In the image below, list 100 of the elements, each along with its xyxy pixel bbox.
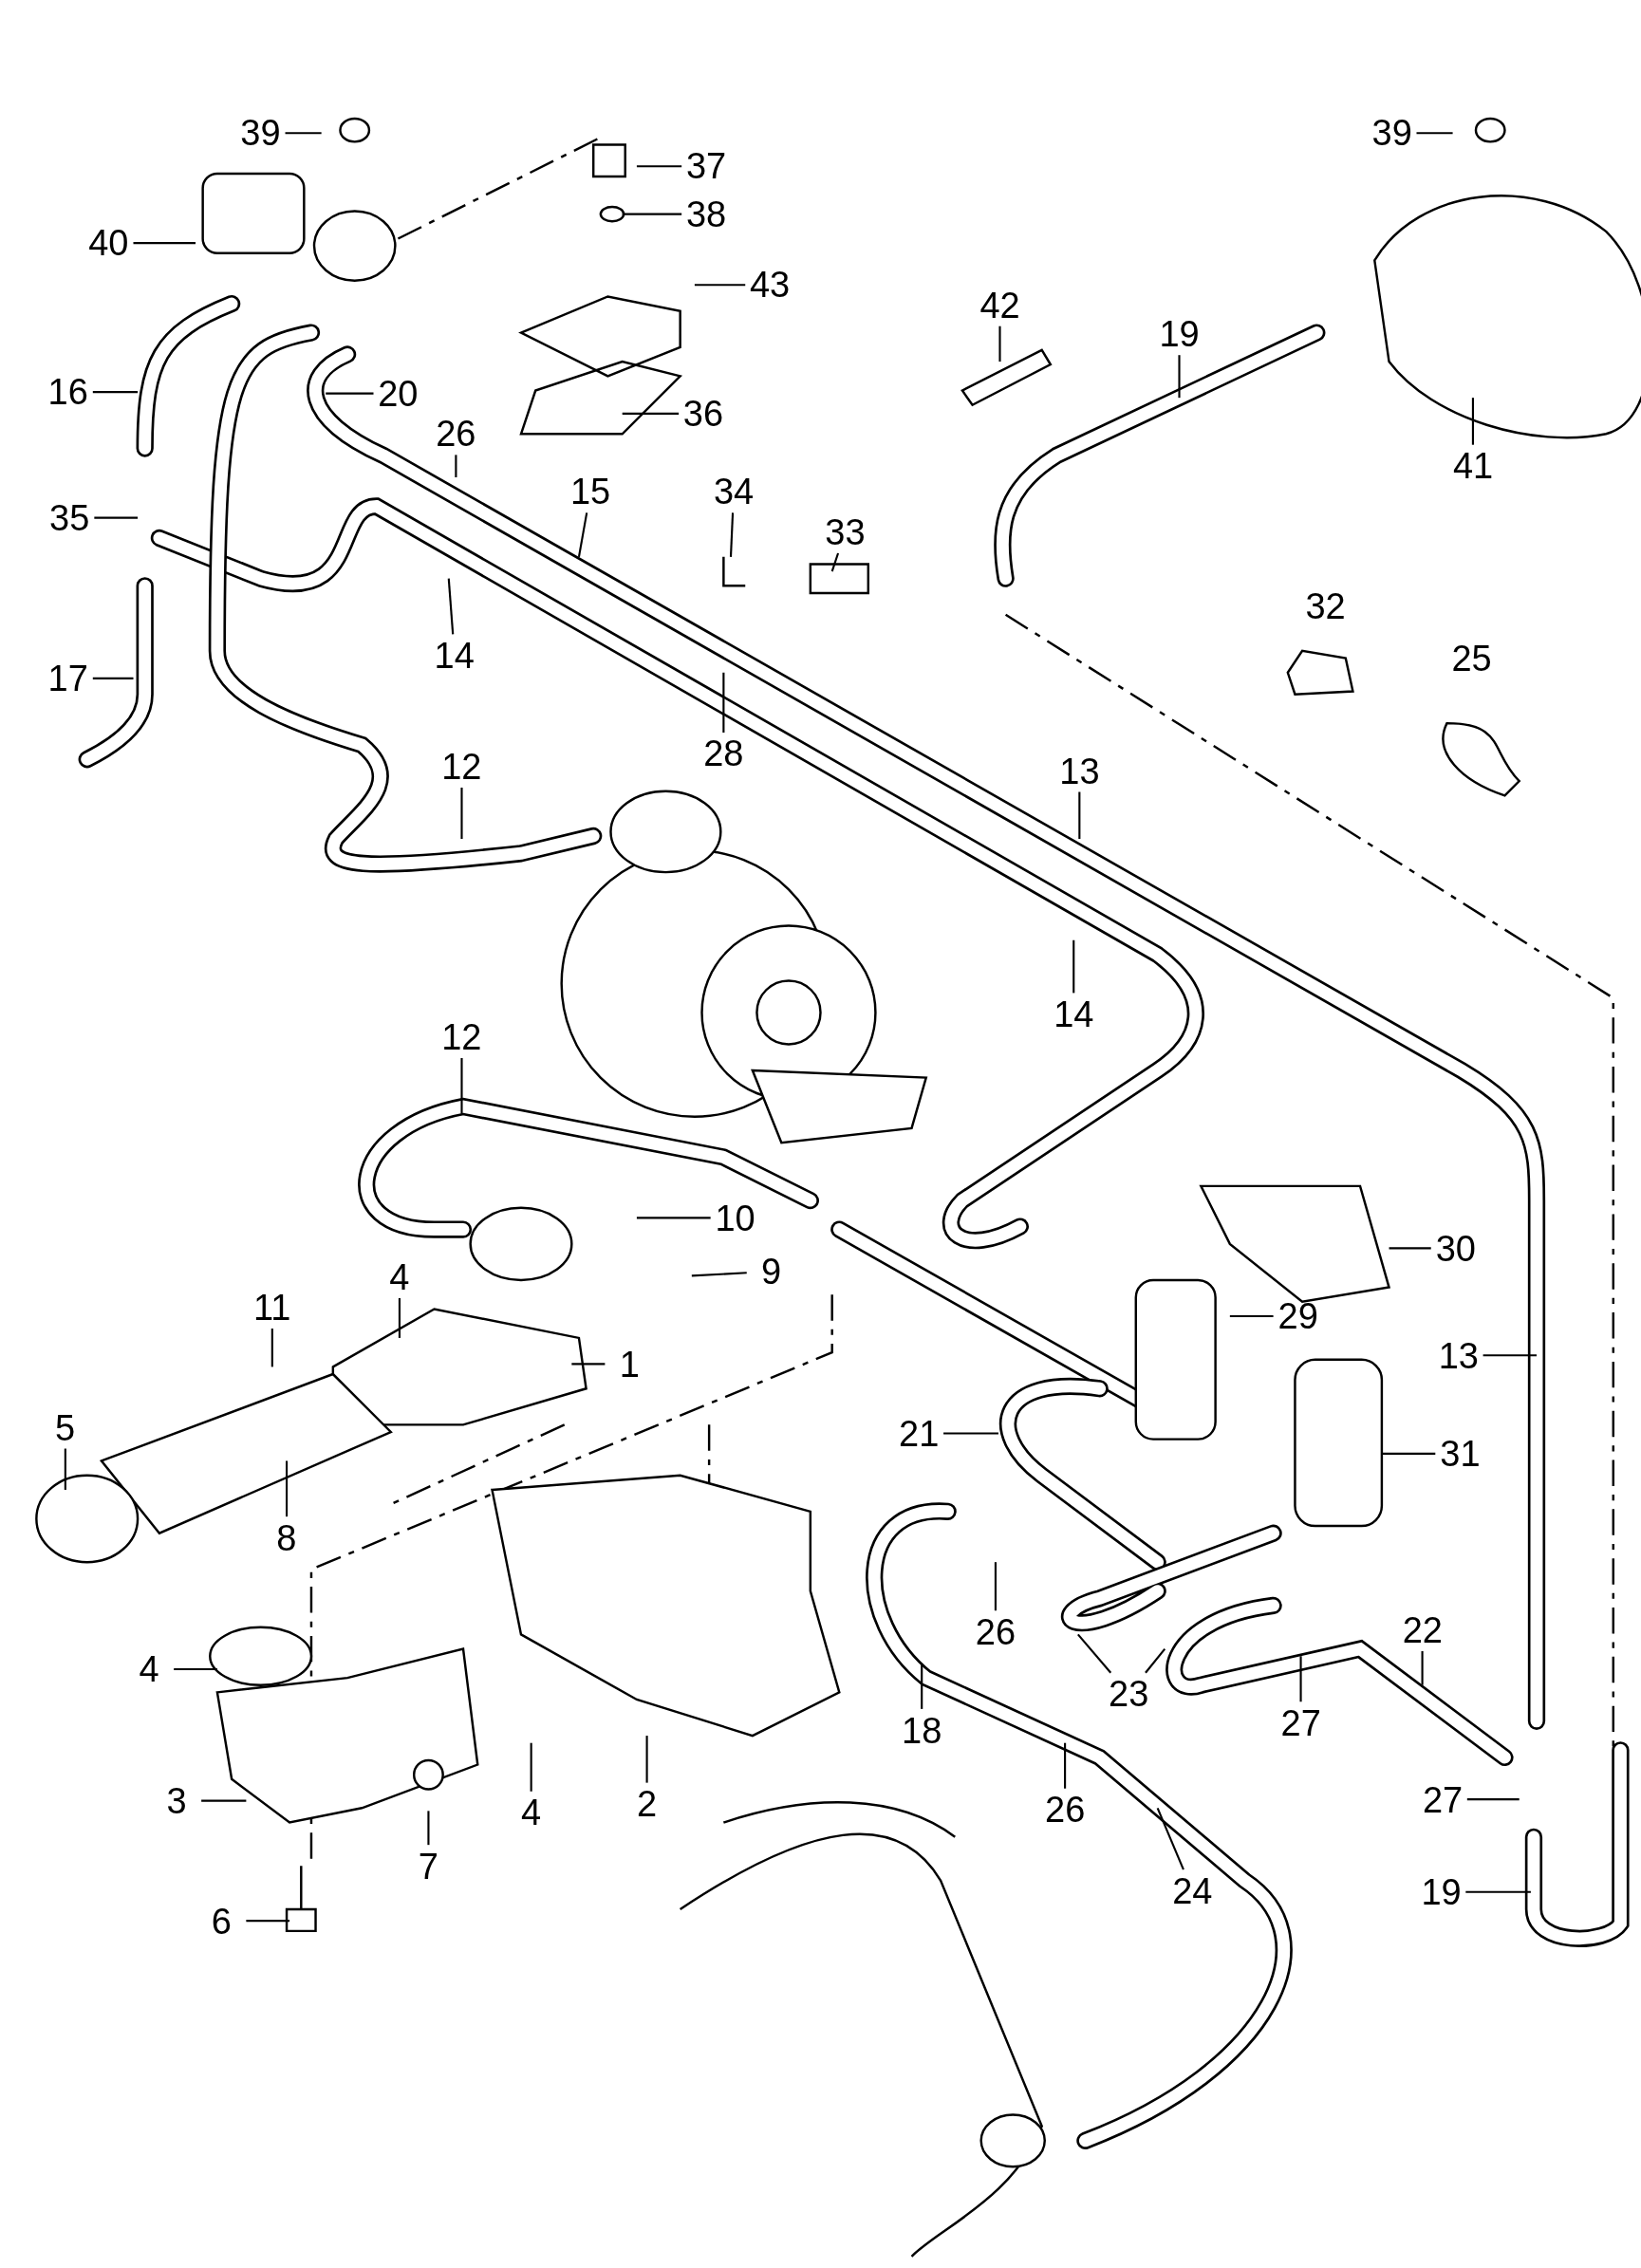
- callout-number: 7: [405, 1847, 452, 1886]
- callout-number: 2: [624, 1785, 670, 1824]
- leader-line: [1381, 1452, 1436, 1455]
- leader-line: [1072, 939, 1075, 994]
- leader-line: [460, 787, 463, 840]
- leader-line: [1077, 1633, 1112, 1674]
- callout-number: 41: [1450, 446, 1497, 485]
- leader-line: [1465, 1890, 1531, 1893]
- callout-number: 31: [1437, 1435, 1483, 1474]
- callout-number: 3: [154, 1782, 199, 1821]
- callout-number: 18: [899, 1711, 945, 1750]
- leader-line: [427, 1811, 430, 1846]
- callout-number: 40: [85, 224, 132, 263]
- leader-line: [460, 1058, 463, 1114]
- callout-number: 22: [1399, 1611, 1445, 1650]
- callout-number: 36: [681, 395, 726, 434]
- callout-number: 12: [438, 748, 485, 787]
- callout-number: 24: [1169, 1871, 1216, 1910]
- leader-line: [1421, 1650, 1424, 1685]
- callout-number: 9: [748, 1253, 794, 1292]
- callout-number: 19: [1156, 315, 1203, 354]
- callout-number: 5: [42, 1408, 88, 1447]
- leader-line: [1482, 1354, 1537, 1357]
- callout-number: 26: [1042, 1791, 1089, 1830]
- leader-line: [830, 552, 840, 572]
- callout-number: 11: [249, 1289, 295, 1328]
- callout-number: 21: [896, 1414, 942, 1453]
- callout-number: 26: [433, 415, 479, 454]
- callout-number: 23: [1106, 1675, 1152, 1714]
- callout-number: 29: [1275, 1297, 1321, 1336]
- leader-line: [1416, 132, 1453, 135]
- callout-number: 30: [1432, 1229, 1479, 1268]
- leader-line: [998, 325, 1001, 363]
- leader-line: [1145, 1647, 1166, 1674]
- callout-number: 27: [1420, 1780, 1466, 1819]
- callout-number: 4: [126, 1650, 173, 1689]
- callout-number: 10: [712, 1199, 758, 1237]
- callout-number: 17: [45, 660, 91, 698]
- leader-line: [530, 1742, 532, 1792]
- leader-line: [455, 455, 457, 477]
- leader-line: [577, 512, 588, 557]
- leader-line: [722, 672, 725, 733]
- callout-number: 4: [508, 1794, 554, 1832]
- leader-line: [246, 1920, 290, 1923]
- leader-line: [1299, 1656, 1302, 1702]
- leader-line: [92, 391, 139, 394]
- callout-number: 4: [376, 1258, 422, 1297]
- callout-number: 37: [683, 147, 730, 186]
- callout-number: 13: [1056, 752, 1103, 790]
- leader-line: [694, 284, 746, 287]
- leader-line: [943, 1432, 998, 1435]
- callout-number: 33: [822, 513, 868, 552]
- callout-number: 35: [47, 498, 93, 537]
- leader-line: [1156, 1807, 1184, 1870]
- leader-line: [1078, 791, 1081, 840]
- leader-line: [636, 1217, 711, 1219]
- leader-line: [286, 1460, 289, 1517]
- leader-line: [270, 1329, 273, 1367]
- leader-line: [636, 165, 682, 168]
- callout-number: 34: [711, 473, 756, 511]
- leader-line: [1178, 355, 1181, 399]
- leader-line: [133, 242, 196, 245]
- leader-line: [645, 1736, 648, 1783]
- callout-number: 39: [1369, 114, 1415, 153]
- callout-number: 13: [1435, 1336, 1482, 1375]
- leader-line: [447, 578, 455, 635]
- callout-number: 38: [683, 195, 730, 233]
- leader-line: [92, 677, 134, 679]
- leader-line: [571, 1363, 606, 1366]
- leader-line: [1389, 1247, 1431, 1250]
- callout-number: 14: [1051, 995, 1097, 1033]
- leader-line: [326, 392, 374, 395]
- leader-line: [64, 1448, 66, 1490]
- leader-line: [622, 213, 682, 215]
- callout-number: 19: [1418, 1873, 1464, 1912]
- callout-number: 8: [263, 1518, 309, 1557]
- callout-number: 16: [45, 373, 91, 412]
- callout-number: 28: [700, 734, 747, 773]
- leader-line: [398, 1298, 401, 1338]
- leader-line: [285, 132, 322, 135]
- leader-line: [729, 512, 735, 557]
- leader-line: [691, 1272, 747, 1277]
- callout-number: 6: [198, 1902, 245, 1941]
- callout-number: 20: [375, 374, 421, 413]
- leader-line: [201, 1799, 247, 1802]
- leader-line: [94, 516, 139, 519]
- leader-line: [1229, 1315, 1274, 1318]
- callout-number: 32: [1304, 586, 1347, 625]
- leader-line: [1466, 1798, 1520, 1801]
- callout-number: 14: [431, 636, 477, 675]
- callout-number: 43: [747, 266, 793, 305]
- callout-number: 12: [438, 1018, 485, 1057]
- callout-number: 42: [977, 286, 1023, 325]
- callout-number: 15: [568, 473, 614, 511]
- leader-line: [994, 1562, 997, 1611]
- callout-number: 39: [237, 114, 284, 153]
- leader-line: [622, 412, 680, 415]
- leader-line: [174, 1667, 217, 1671]
- leader-line: [921, 1663, 923, 1709]
- callout-number: 1: [606, 1345, 653, 1384]
